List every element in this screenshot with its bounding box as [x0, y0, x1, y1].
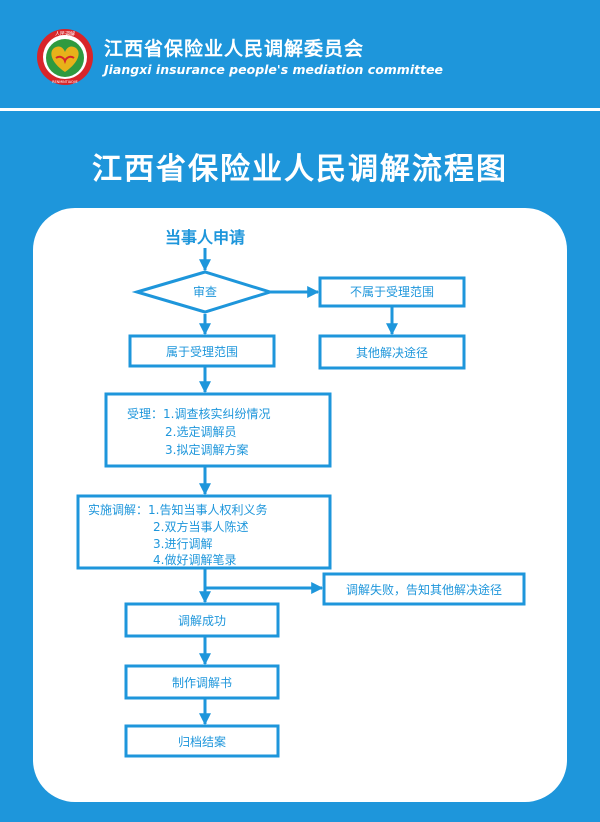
archive-box [124, 724, 280, 758]
failed-label: 调解失败，告知其他解决途径 [346, 582, 502, 597]
start-label: 当事人申请 [165, 228, 245, 247]
svg-text:RENMINTIAOJIE: RENMINTIAOJIE [52, 80, 78, 84]
org-name-en: Jiangxi insurance people's mediation com… [104, 62, 444, 77]
other-channels-box [318, 334, 466, 370]
in-scope-label: 属于受理范围 [166, 345, 238, 359]
failed-box [322, 572, 526, 606]
success-label: 调解成功 [178, 614, 226, 628]
review-diamond [131, 270, 276, 314]
implement-line-2: 2.双方当事人陈述 [153, 519, 248, 534]
accept-line-3: 3.拟定调解方案 [165, 442, 248, 457]
accept-line-2: 2.选定调解员 [165, 424, 236, 439]
org-name-cn: 江西省保险业人民调解委员会 [104, 38, 365, 60]
svg-text:人民调解: 人民调解 [55, 31, 75, 38]
not-in-scope-box [318, 276, 466, 308]
header-bar: 人民调解 RENMINTIAOJIE 江西省保险业人民调解委员会 Jiangxi… [0, 0, 600, 111]
implement-line-1: 实施调解：1.告知当事人权利义务 [88, 502, 267, 517]
archive-label: 归档结案 [178, 734, 226, 749]
page-title: 江西省保险业人民调解流程图 [92, 152, 508, 187]
accept-box [104, 392, 332, 468]
make-document-label: 制作调解书 [172, 676, 232, 690]
in-scope-box [128, 334, 276, 368]
implement-line-4: 4.做好调解笔录 [153, 552, 236, 567]
review-label: 审查 [193, 284, 217, 299]
implement-line-3: 3.进行调解 [153, 537, 212, 551]
success-box [124, 602, 280, 638]
flowchart-panel [33, 208, 567, 802]
other-channels-label: 其他解决途径 [356, 345, 428, 360]
implement-box [76, 494, 332, 570]
mediation-committee-logo-icon: 人民调解 RENMINTIAOJIE [37, 29, 93, 85]
accept-line-1: 受理：1.调查核实纠纷情况 [127, 406, 270, 421]
make-document-box [124, 664, 280, 700]
not-in-scope-label: 不属于受理范围 [350, 285, 434, 299]
